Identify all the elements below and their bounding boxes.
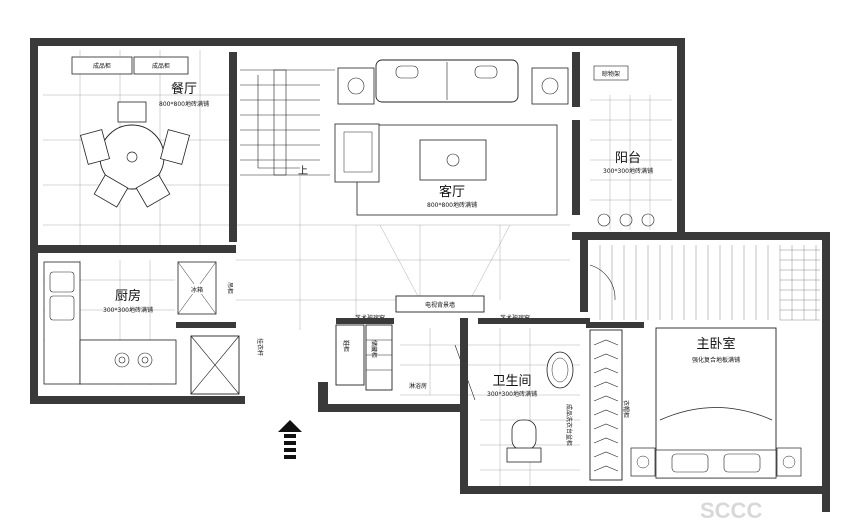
tv-wall-label: 电视背景墙: [425, 301, 455, 309]
balcony-tile-grid: [590, 95, 672, 230]
walls: [30, 38, 830, 512]
bath-name: 卫生间: [492, 374, 531, 389]
dining-room: 成品柜 成品柜 餐厅 800*800地砖满铺: [43, 50, 229, 245]
coat-rack-label: 挂衣杆: [256, 338, 264, 356]
bath-tile-grid: [400, 328, 580, 490]
side-table-right-icon: [531, 67, 569, 105]
hanger-mark: [593, 409, 619, 416]
dining-room-name: 餐厅: [171, 81, 197, 97]
living-room: 上 客厅 800*800地砖满铺: [236, 59, 570, 330]
hanger-mark: [593, 381, 619, 388]
side-table-left-icon: [337, 67, 375, 105]
balcony: 晾物架 阳台 300*300地砖满铺: [590, 65, 672, 230]
hanger-mark: [593, 353, 619, 360]
balcony-plant-icons: [597, 213, 655, 227]
living-room-name: 客厅: [439, 184, 465, 200]
master-bedroom: 衣帽柜 主卧室 强化复合地板满铺: [589, 245, 820, 481]
tv-wall: [395, 295, 485, 313]
balcony-floor-label: 300*300地砖满铺: [603, 167, 653, 175]
sink-icon: [49, 271, 75, 321]
balcony-name: 阳台: [615, 151, 641, 166]
storage-cabinet: 储藏柜: [365, 324, 393, 391]
dining-cabinet-b-label: 成品柜: [152, 62, 170, 70]
bedroom-door-arc: [589, 264, 616, 301]
kitchen-counter-left: [43, 261, 81, 385]
wood-floor-hatch: [599, 245, 820, 321]
fridge-label: 冰箱: [191, 286, 203, 294]
hanger-mark: [593, 395, 619, 402]
bath-floor-label: 300*300地砖满铺: [487, 390, 537, 398]
master-name: 主卧室: [696, 336, 735, 352]
kitchen-name: 厨房: [115, 288, 141, 304]
washbasin-icon: [546, 351, 574, 389]
shaft-box: [190, 335, 240, 395]
hanger-mark: [593, 339, 619, 346]
shoe-cabinet-label: 鞋柜: [342, 340, 350, 352]
sofa-icon: [375, 59, 519, 103]
armchair-icon: [334, 123, 380, 183]
stair-icon: [240, 69, 335, 176]
storage-label: 储藏柜: [370, 340, 378, 358]
stair-up-label: 上: [298, 165, 308, 177]
coffee-table: [419, 139, 487, 181]
dining-table-icon: [80, 101, 190, 208]
hanger-mark: [593, 437, 619, 444]
toilet-icon: [506, 419, 542, 463]
dining-floor-label: 800*800地砖满铺: [159, 100, 209, 108]
wardrobe-label: 衣帽柜: [622, 400, 630, 418]
bed-icon: [655, 327, 777, 479]
entry-arrow-icon: [278, 420, 302, 459]
kitchen: 厨房 300*300地砖满铺 冰箱 吊柜: [43, 260, 234, 385]
kitchen-counter-bottom: [79, 339, 177, 385]
bathroom: 淋浴房 卫生间 300*300地砖满铺 成品洗衣台盆柜: [400, 328, 580, 490]
hanger-mark: [593, 465, 619, 472]
wardrobe-hangers: [593, 339, 619, 472]
wall-cabinet-label: 吊柜: [226, 282, 234, 294]
nightstand-right-icon: [776, 447, 802, 477]
shoe-cabinet: 鞋柜: [335, 324, 365, 386]
living-floor-label: 800*800地砖满铺: [427, 201, 477, 209]
fridge-icon: [177, 261, 217, 315]
dining-cabinet-b: [133, 56, 189, 75]
vanity-label: 成品洗衣台盆柜: [565, 404, 573, 446]
shower-label: 淋浴房: [409, 382, 427, 390]
dining-cabinet-a: [71, 56, 133, 75]
dining-cabinet-a-label: 成品柜: [93, 62, 111, 70]
hanger-mark: [593, 451, 619, 458]
master-floor-label: 强化复合地板满铺: [692, 356, 740, 364]
nightstand-left-icon: [630, 447, 656, 477]
wardrobe: [589, 329, 623, 481]
hanger-mark: [593, 367, 619, 374]
hanger-mark: [593, 423, 619, 430]
drying-rack-label: 晾物架: [602, 70, 620, 78]
living-floor-grid: [236, 175, 570, 330]
watermark: SCCC: [700, 498, 762, 523]
stove-icon: [114, 352, 153, 368]
drying-rack: [593, 65, 629, 81]
coffee-table-plant-icon: [446, 153, 460, 167]
kitchen-floor-label: 300*300地砖满铺: [103, 306, 153, 314]
